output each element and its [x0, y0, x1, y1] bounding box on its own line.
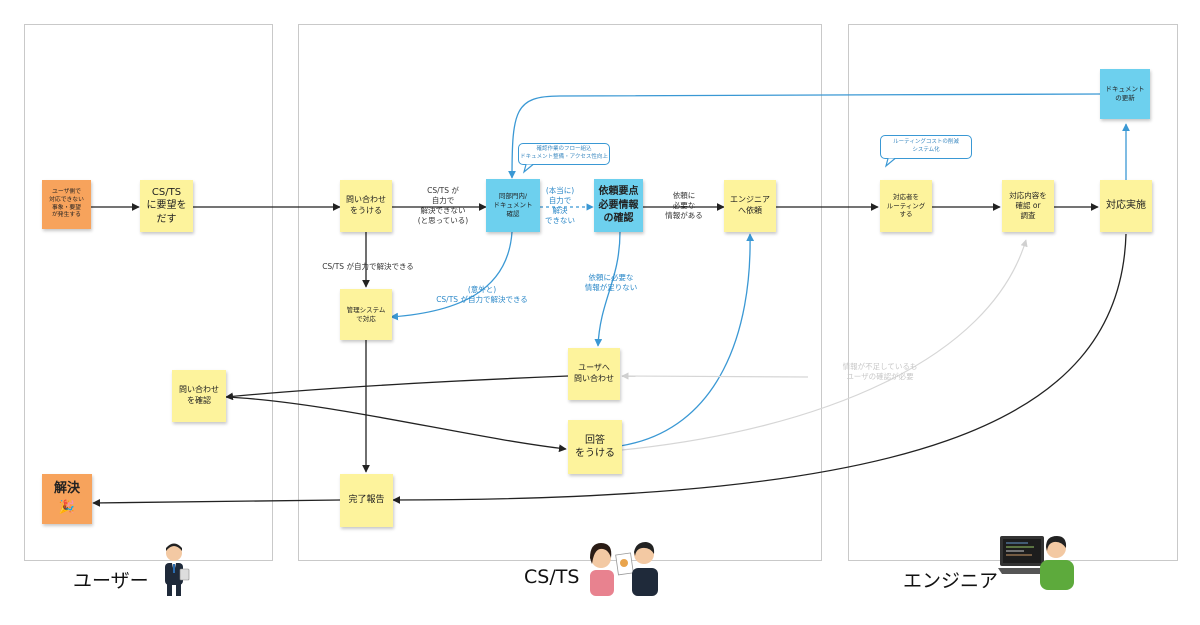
note-doc-update: ドキュメント の更新 [1100, 69, 1150, 119]
arrow-answer-to-confirm-faint [621, 239, 1028, 451]
resolved-label: 解決 [53, 481, 80, 496]
bubble-cs-improve: 確認作業のフロー組込 ドキュメント整備・アクセス性向上 [518, 143, 610, 165]
label-unexpectedly-can: (意外と) CS/TS が自力で解決できる [436, 285, 528, 305]
party-popper-icon: 🎉 [58, 499, 76, 515]
note-ask-user: ユーザへ 問い合わせ [568, 348, 620, 400]
label-user-confirm-needed: 情報が不足しているも ユーザの確認が必要 [842, 362, 918, 382]
note-dept-docs: 同部門内/ ドキュメント 確認 [486, 179, 540, 232]
arrow-ask-to-check [225, 375, 569, 401]
note-complete-report: 完了報告 [340, 474, 393, 527]
bubble-eng-reduce: ルーティングコストの削減 システム化 [880, 135, 972, 159]
note-implement: 対応実施 [1100, 180, 1152, 232]
lane-title-engineer: エンジニア [903, 570, 999, 592]
note-check-inquiry: 問い合わせ を確認 [172, 370, 226, 422]
lane-title-user: ユーザー [73, 570, 149, 592]
lane-user [24, 24, 273, 561]
label-info-missing: 依頼に必要な 情報が足りない [584, 273, 638, 293]
note-receive-answer: 回答 をうける [568, 420, 622, 474]
engineer-illustration [998, 536, 1074, 590]
note-admin-system: 管理システム で対応 [340, 289, 392, 340]
label-really-cannot: (本当に) 自力で 解決 できない [545, 186, 575, 226]
label-info-enough: 依頼に 必要な 情報がある [665, 191, 703, 221]
note-confirm-investigate: 対応内容を 確認 or 調査 [1002, 180, 1054, 232]
arrow-answer-to-engineer [619, 233, 755, 447]
arrow-info-to-ask [594, 231, 621, 347]
note-resolved: 解決 🎉 [42, 474, 92, 524]
note-cs-request: CS/TS に要望を だす [140, 180, 193, 232]
note-receive-inquiry: 問い合わせ をうける [340, 180, 392, 232]
businessman-illustration [165, 543, 190, 596]
arrow-check-to-answer [225, 396, 567, 453]
label-cs-self-cannot: CS/TS が 自力で 解決できない (と思っている) [417, 186, 469, 226]
arrow-complete-to-resolved [92, 499, 341, 507]
arrow-confirm-to-ask-faint [621, 372, 809, 380]
arrow-docs-to-dept [508, 93, 1101, 179]
note-request-engineer: エンジニア へ依頼 [724, 180, 776, 232]
note-check-info: 依頼要点 必要情報 の確認 [594, 179, 643, 232]
lane-title-cs: CS/TS [524, 566, 580, 588]
note-user-issue: ユーザ側で 対応できない 事象・要望 が発生する [42, 180, 91, 229]
label-cs-self-can: CS/TS が自力で解決できる [322, 262, 414, 271]
arrow-dept-to-admin [390, 231, 513, 321]
cs-staff-illustration [590, 542, 658, 596]
note-assignee-routing: 対応者を ルーティング する [880, 180, 932, 232]
arrow-implement-to-complete [392, 233, 1127, 504]
